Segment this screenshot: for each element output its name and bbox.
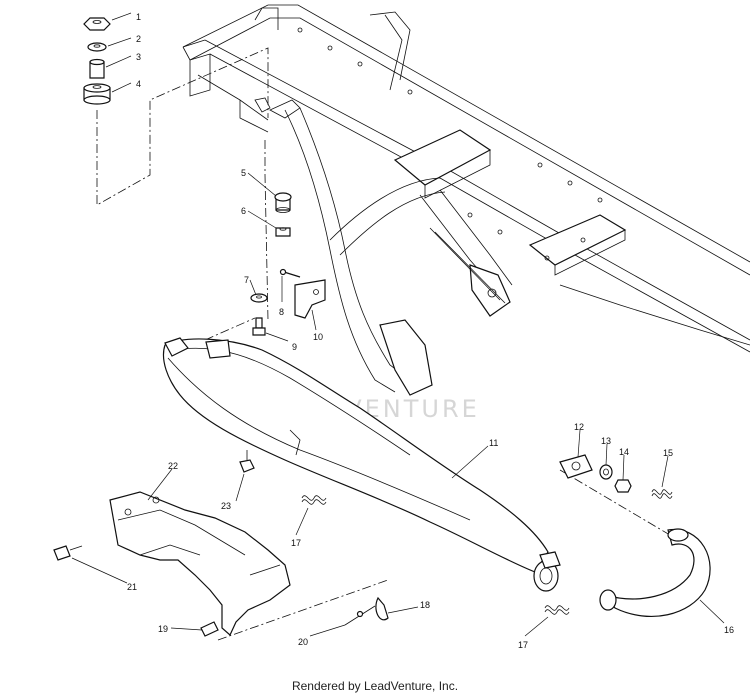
callout-4: 4 [136,79,141,89]
callout-5: 5 [241,168,246,178]
callout-23: 23 [221,501,231,511]
part-21-bolt [53,545,83,561]
part-8-bolt [279,268,301,278]
part-7-washer [250,293,268,303]
reference-dashed-lines [96,47,671,641]
callout-11: 11 [489,438,498,448]
part-13-gasket [599,464,613,480]
part-20-pin [344,605,376,626]
part-5-rubber-bumper [274,192,292,213]
callout-17-upper: 17 [291,538,301,548]
callout-7: 7 [244,275,249,285]
callout-6: 6 [241,206,246,216]
callout-9: 9 [292,342,297,352]
callout-16: 16 [724,625,734,635]
callout-20: 20 [298,637,308,647]
part-11-muffler [162,337,561,592]
part-10-bracket [294,279,326,319]
part-6-nut [275,227,291,237]
part-17-spring-upper [301,495,327,505]
part-2-washer [87,42,107,52]
callout-13: 13 [601,436,611,446]
part-12-flange [559,454,593,479]
part-23-nut [239,450,255,473]
part-4-grommet [83,83,111,105]
part-22-heat-shield [109,491,291,636]
callout-1: 1 [136,12,141,22]
frame-down-tube [254,97,446,396]
part-3-spacer [89,58,105,79]
leader-lines [71,12,725,637]
part-18-clip [375,596,389,621]
part-17-spring-lower [544,605,570,615]
callout-8: 8 [279,307,284,317]
callout-17-lower: 17 [518,640,528,650]
callout-12: 12 [574,422,584,432]
callout-10: 10 [313,332,323,342]
callout-19: 19 [158,624,168,634]
part-14-nut [614,479,632,493]
part-19-screw [200,621,219,637]
callout-3: 3 [136,52,141,62]
part-15-spring [651,489,673,499]
footer-credit: Rendered by LeadVenture, Inc. [291,679,459,693]
callout-14: 14 [619,447,629,457]
callout-2: 2 [136,34,141,44]
callout-22: 22 [168,461,178,471]
part-1-nut [83,17,111,31]
callout-18: 18 [420,600,430,610]
part-9-bolt [252,317,266,336]
callout-21: 21 [127,582,137,592]
callout-labels: 1 2 3 4 5 6 7 8 9 10 11 12 13 14 15 16 1… [127,12,734,650]
callout-15: 15 [663,448,673,458]
part-16-head-pipe [599,528,711,618]
chassis-frame [182,4,750,353]
